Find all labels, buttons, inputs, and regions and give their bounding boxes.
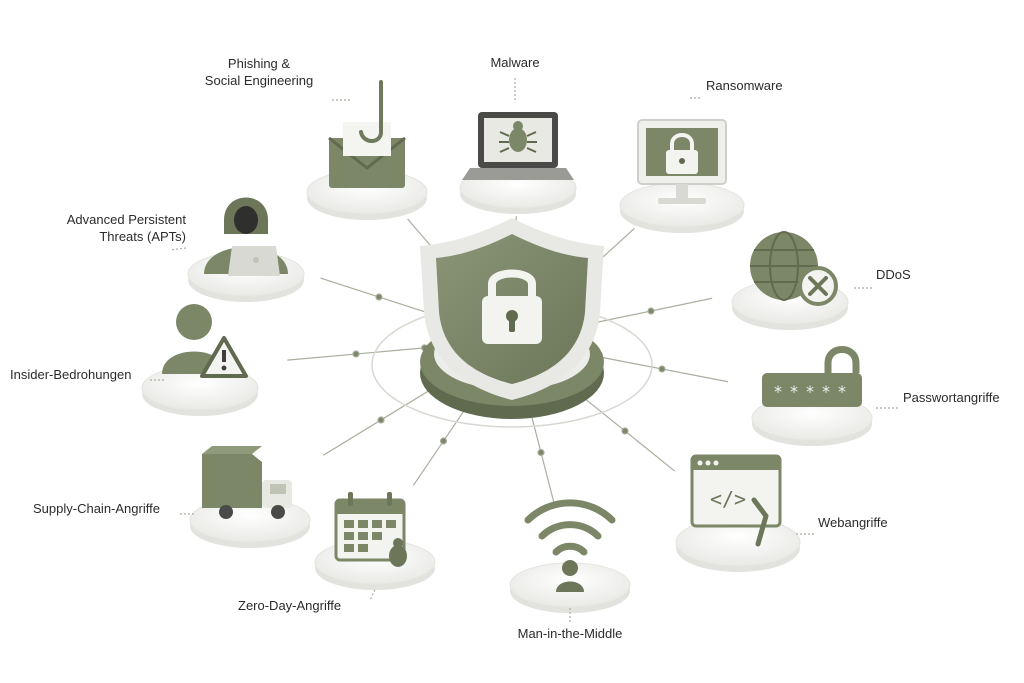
svg-text:*: * [838,382,846,401]
label-malware: Malware [470,54,560,71]
label-supply: Supply-Chain-Angriffe [33,500,160,517]
label-line: Social Engineering [204,73,314,88]
svg-text:*: * [822,382,830,401]
label-line: Threats (APTs) [99,229,186,244]
connector-dot [537,448,545,457]
connector-dot [647,307,655,315]
label-web: Webangriffe [818,514,888,531]
connector-dot [377,416,385,424]
monitor-lock-icon [637,119,727,204]
globe-x-icon [750,231,838,306]
label-line: Ransomware [706,78,783,93]
label-ddos: DDoS [876,266,911,283]
label-line: DDoS [876,267,911,282]
svg-text:*: * [774,382,782,401]
label-phishing: Phishing & Social Engineering [197,55,321,89]
label-line: Phishing & [227,56,291,71]
connector-dot [375,293,383,301]
password-lock-icon: * * * * * [762,346,862,407]
label-line: Webangriffe [818,515,888,530]
connector-dot [621,427,629,435]
label-insider: Insider-Bedrohungen [10,366,131,383]
label-tick-apt [169,247,187,251]
label-passwort: Passwortangriffe [903,389,1000,406]
label-line: Passwortangriffe [903,390,1000,405]
laptop-bug-icon [462,112,574,180]
connector-dot [352,350,360,358]
envelope-hook-icon [328,80,406,188]
label-line: Malware [490,55,540,70]
label-line: Insider-Bedrohungen [10,367,132,382]
browser-code-icon: </> [690,454,782,547]
truck-box-icon [202,446,292,519]
label-apt: Advanced Persistent Threats (APTs) [36,211,186,245]
calendar-bug-icon [334,492,407,567]
svg-text:*: * [806,382,814,401]
svg-text:*: * [790,382,798,401]
label-line: Zero-Day-Angriffe [238,598,342,613]
connector-dot [658,365,666,373]
shield-lock-icon [420,218,604,400]
connector-dot [439,437,448,445]
label-line: Advanced Persistent [66,212,186,227]
person-warning-icon [162,304,248,378]
label-ransomware: Ransomware [706,77,783,94]
wifi-person-icon [524,499,616,592]
label-mitm: Man-in-the-Middle [500,625,640,642]
label-tick-zeroday [369,589,376,601]
svg-text:</>: </> [710,487,746,511]
label-ticks [150,78,898,622]
label-line: Man-in-the-Middle [517,626,623,641]
hooded-hacker-icon [204,197,288,276]
label-zeroday: Zero-Day-Angriffe [238,597,341,614]
label-line: Supply-Chain-Angriffe [33,501,160,516]
